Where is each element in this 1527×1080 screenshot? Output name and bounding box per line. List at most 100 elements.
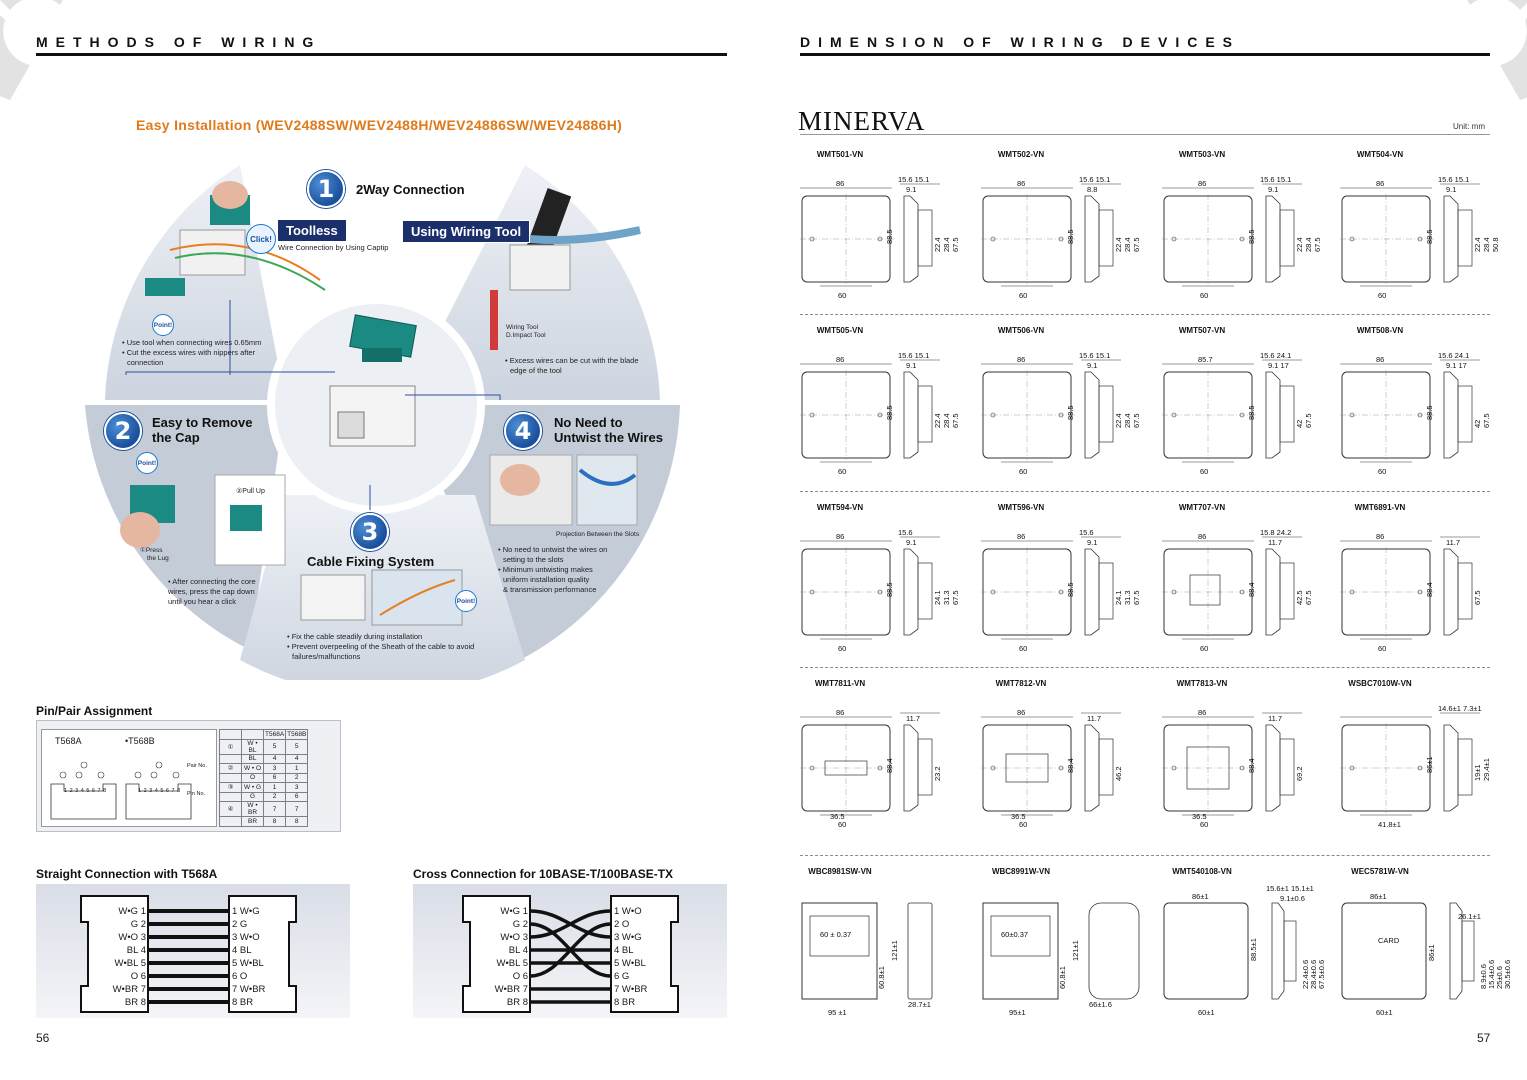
screw-hole — [809, 412, 815, 418]
side-profile — [1443, 195, 1459, 283]
step-2-title: Easy to Remove the Cap — [152, 415, 252, 445]
side-profile — [1265, 548, 1281, 636]
dim-depth: 28.4 — [1304, 237, 1313, 252]
title-line: Untwist the Wires — [554, 430, 663, 445]
dim-depth: 67.5 — [1482, 413, 1491, 428]
row-divider — [800, 855, 1490, 856]
dim-box-width: 60 — [838, 467, 846, 476]
dim-inner: 60 ± 0.37 — [820, 930, 851, 939]
dim-height: 88.4 — [1247, 758, 1256, 773]
dim-depth: 22.4 — [1114, 413, 1123, 428]
dim-width: 86 — [1198, 179, 1206, 188]
screw-hole — [990, 589, 996, 595]
dim-depth: 29.4±1 — [1482, 758, 1491, 781]
side-body — [1098, 562, 1114, 620]
table-cell: 5 — [262, 738, 287, 755]
dim-depth: 28.4 — [942, 237, 951, 252]
side-body — [1283, 920, 1297, 982]
model-label: WMT7812-VN — [995, 679, 1047, 688]
screw-hole — [1417, 236, 1423, 242]
pin-label: 1 W•G — [232, 906, 260, 917]
screw-hole — [1349, 236, 1355, 242]
screw-hole — [809, 765, 815, 771]
model-label: WMT7813-VN — [1176, 679, 1228, 688]
pin-label: 2 G — [232, 919, 248, 930]
model-label: WEC5781W-VN — [1351, 867, 1409, 876]
screw-hole — [877, 236, 883, 242]
dim-box-width: 60 — [1378, 467, 1386, 476]
dim-top-2: 9.1 17 — [1446, 361, 1467, 370]
dim-top: 15.6 24.1 — [1438, 351, 1469, 360]
jack-cutout — [1189, 574, 1221, 606]
dim-depth: 67.5 — [1132, 413, 1141, 428]
note-line: failures/malfunctions — [292, 652, 361, 661]
dim-width: 86 — [1376, 355, 1384, 364]
side-profile — [903, 371, 919, 459]
dim-depth: 19±1 — [1473, 764, 1482, 781]
note-line: connection — [127, 358, 164, 367]
note-line: • Use tool when connecting wires 0.65mm — [122, 338, 262, 347]
dim-top: 15.8 24.2 — [1260, 528, 1291, 537]
screw-hole — [1239, 236, 1245, 242]
note-line: • Prevent overpeeling of the Sheath of t… — [287, 642, 475, 651]
dim-height-2: 60.8±1 — [1058, 966, 1067, 989]
dim-depth: 30.5±0.6 — [1503, 960, 1510, 989]
side-profile — [1443, 371, 1459, 459]
dim-box-width: 60 — [838, 644, 846, 653]
table-cell: O — [241, 772, 264, 783]
dim-width: 86±1 — [1192, 892, 1209, 901]
dim-depth: 31.3 — [942, 590, 951, 605]
header-rule — [800, 53, 1490, 56]
table-cell: 3 — [285, 782, 309, 793]
dim-depth: 23.2 — [933, 766, 942, 781]
dim-width: 86 — [836, 708, 844, 717]
dim-box-width: 60 — [1378, 291, 1386, 300]
pin-label: W•BR 7 — [112, 984, 146, 995]
table-cell: T568A — [262, 729, 287, 740]
dim-width: 86 — [1017, 355, 1025, 364]
title-line: Easy to Remove — [152, 415, 253, 430]
dim-width: 86 — [1198, 708, 1206, 717]
dim-depth: 28.4 — [1482, 237, 1491, 252]
side-body — [1457, 385, 1473, 443]
wiring-tool-tag: Using Wiring Tool — [402, 220, 531, 243]
dim-top: 15.6 — [898, 528, 913, 537]
model-label: WSBC7010W-VN — [1348, 679, 1412, 688]
pin-label: W•BL 5 — [114, 958, 146, 969]
model-label: WMT504-VN — [1356, 150, 1404, 159]
table-cell: BL — [241, 753, 264, 764]
table-cell — [219, 816, 242, 827]
table-cell: 2 — [285, 772, 309, 783]
straight-connection-heading: Straight Connection with T568A — [36, 867, 218, 881]
dim-height: 88.5 — [1066, 582, 1075, 597]
pie-background — [85, 165, 680, 697]
dim-depth: 42 — [1473, 420, 1482, 428]
pin-label: W•O 3 — [118, 932, 146, 943]
pin-label: 6 O — [232, 971, 248, 982]
table-cell: G — [241, 791, 264, 802]
left-page: METHODS OF WIRING Easy Installation (WEV… — [0, 0, 763, 1080]
dim-box-width: 60 — [838, 820, 846, 829]
dim-box-width: 60 — [1200, 644, 1208, 653]
dim-top-2: 9.1 17 — [1268, 361, 1289, 370]
table-cell: 2 — [262, 791, 287, 802]
model-label: WMT502-VN — [997, 150, 1045, 159]
projection-caption: Projection Between the Slots — [556, 531, 640, 538]
screw-hole — [1058, 236, 1064, 242]
row-divider — [800, 491, 1490, 492]
click-badge: Click! — [246, 224, 276, 254]
dim-height: 88.5 — [1247, 229, 1256, 244]
note-line: until you hear a click — [168, 597, 236, 606]
tool-notes: • Excess wires can be cut with the blade… — [505, 356, 675, 376]
t568a-label: T568A — [55, 736, 82, 746]
